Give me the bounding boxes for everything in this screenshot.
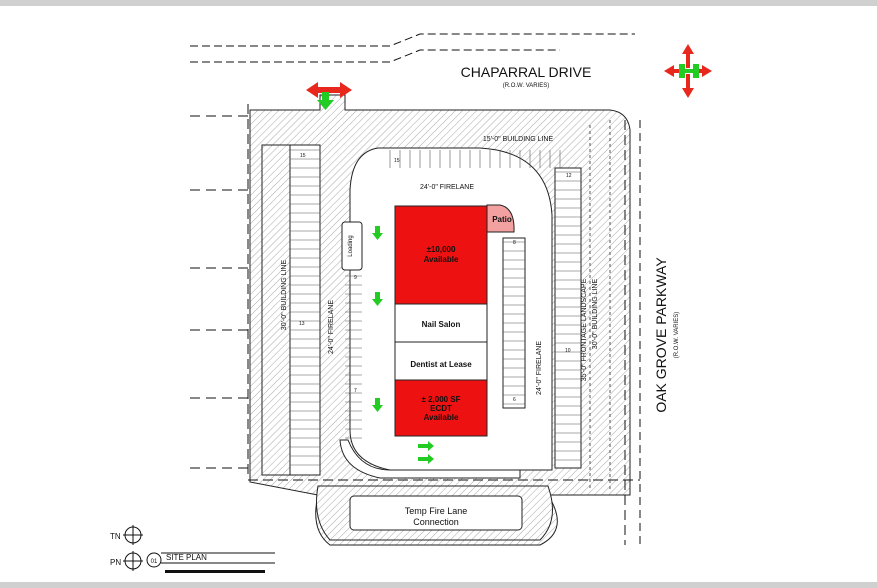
building <box>341 204 515 437</box>
oak-grove-row-label: (R.O.W. VARIES) <box>674 312 680 359</box>
nail-salon-label: Nail Salon <box>422 320 461 329</box>
down-arrow-icon <box>372 292 383 306</box>
firelane-east-label: 24'-0" FIRELANE <box>536 341 543 395</box>
down-arrow-icon <box>372 226 383 240</box>
patio-label: Patio <box>492 215 512 224</box>
tn-label: TN <box>110 532 121 541</box>
ecdt-suite[interactable] <box>394 379 488 437</box>
nail-salon-suite[interactable] <box>394 303 488 343</box>
right-arrow-icon <box>418 441 434 451</box>
oak-grove-road-lines <box>589 120 641 545</box>
entrance-arrow-icon <box>306 82 352 110</box>
patio-area[interactable] <box>486 204 515 233</box>
down-arrow-icon <box>372 398 383 412</box>
bottom-frame <box>0 582 877 588</box>
loading-label: Loading <box>348 235 354 256</box>
pn-label: PN <box>110 558 121 567</box>
chaparral-drive-label: CHAPARRAL DRIVE <box>461 64 592 80</box>
top-frame <box>0 0 877 6</box>
parking-count-inner-west-top: 9 <box>354 275 357 281</box>
west-parcel-lines <box>190 115 248 469</box>
available-10000-suite[interactable] <box>394 205 488 305</box>
building-line-west-label: 30'-0" BUILDING LINE <box>281 260 288 331</box>
parking-count-north-inner: 15 <box>394 158 400 164</box>
right-arrow-icon <box>418 454 434 464</box>
loading-dock <box>341 221 363 271</box>
parking-count-west-mid: 13 <box>299 321 305 327</box>
parking-count-north-right: 12 <box>566 173 572 179</box>
parking-stalls <box>290 149 581 466</box>
sheet-title: SITE PLAN <box>166 553 207 562</box>
parking-count-east-outer: 10 <box>565 348 571 354</box>
parking-count-east-inner-top: 8 <box>513 240 516 246</box>
north-compass-icon <box>664 44 712 98</box>
frontage-landscape-label: 35'-0" FRONTAGE LANDSCAPE <box>581 278 588 381</box>
firelane-north-label: 24'-0" FIRELANE <box>420 184 474 191</box>
parking-count-west-top: 15 <box>300 153 306 159</box>
sheet-number: 01 <box>151 559 158 565</box>
oak-grove-parkway-label: OAK GROVE PARKWAY <box>653 257 669 413</box>
chaparral-row-label: (R.O.W. VARIES) <box>503 83 550 89</box>
parking-count-east-inner-bottom: 6 <box>513 397 516 403</box>
dentist-label: Dentist at Lease <box>410 360 472 369</box>
one-way-arrows <box>372 226 434 464</box>
title-block <box>123 525 275 573</box>
building-line-east-label: 30'-0" BUILDING LINE <box>592 279 599 350</box>
firelane-west-label: 24'-0" FIRELANE <box>328 300 335 354</box>
chaparral-road-lines <box>190 33 635 63</box>
parking-count-inner-west-bottom: 7 <box>354 388 357 394</box>
property-lines <box>247 104 640 545</box>
building-line-north-label: 15'-0" BUILDING LINE <box>483 136 554 143</box>
